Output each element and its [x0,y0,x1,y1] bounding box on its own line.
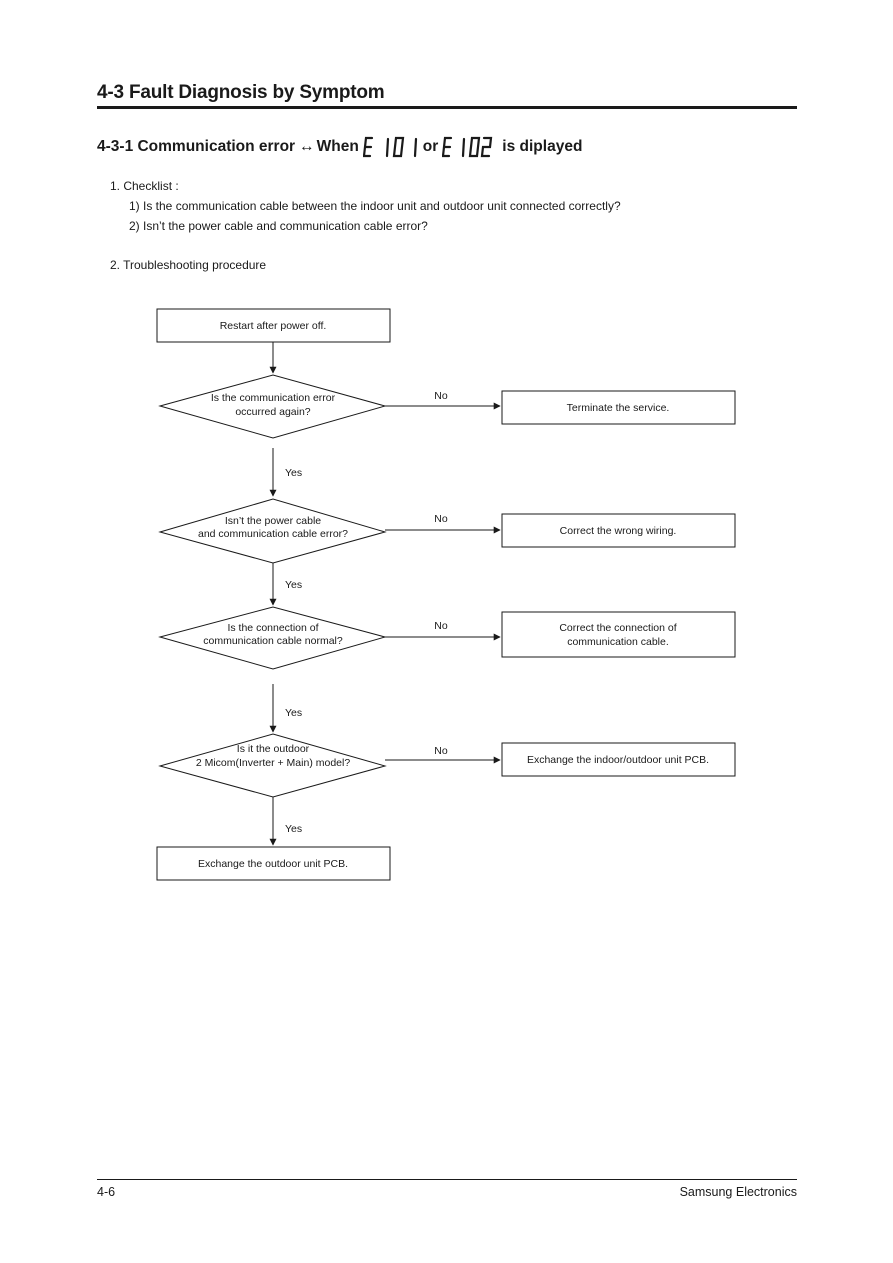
footer-brand: Samsung Electronics [679,1185,797,1199]
decision-1-no-label: No [434,390,448,402]
decision-3-line-1: Is the connection of [227,622,318,634]
start-box [156,308,391,343]
decision-3-yes-label: Yes [285,707,302,719]
action-2-text: Correct the wrong wiring. [560,525,677,537]
decision-2-no-label: No [434,513,448,525]
checklist-label: 1. Checklist : [110,179,179,193]
subsection-suffix: is diplayed [502,138,583,155]
double-arrow-icon: ↔ [299,138,315,155]
decision-2-yes-label: Yes [285,579,302,591]
action-3-line-2: communication cable. [567,636,669,648]
section-title: 4-3 Fault Diagnosis by Symptom [97,82,385,103]
action-1-text: Terminate the service. [567,402,670,414]
procedure-label: 2. Troubleshooting procedure [110,258,267,272]
error-code-e101-display [362,136,417,158]
decision-4-diamond [158,733,387,798]
decision-4-line-2: 2 Micom(Inverter + Main) model? [196,757,351,769]
decision-1-line-2: occurred again? [235,406,310,418]
action-box-3 [501,611,736,658]
subsection-when: When [316,138,359,155]
decision-4-no-label: No [434,745,448,757]
error-code-e102-display [442,136,493,158]
subsection-title: 4-3-1 Communication error ↔ When or is d… [97,135,582,159]
checklist-item-2: 2) Isn’t the power cable and communicati… [129,219,428,233]
end-text: Exchange the outdoor unit PCB. [198,858,348,870]
section-title-rule [97,106,797,109]
decision-1-line-1: Is the communication error [211,392,336,404]
action-box-2 [501,513,736,548]
decision-2-line-2: and communication cable error? [198,528,348,540]
end-box [156,846,391,881]
action-box-1 [501,390,736,425]
decision-4-line-1: Is it the outdoor [237,743,310,755]
start-text: Restart after power off. [220,320,327,332]
footer-rule [97,1179,797,1180]
decision-4-yes-label: Yes [285,823,302,835]
decision-3-line-2: communication cable normal? [203,635,343,647]
decision-3-no-label: No [434,620,448,632]
subsection-prefix: 4-3-1 Communication error [97,138,296,155]
action-3-line-1: Correct the connection of [559,622,676,634]
decision-1-yes-label: Yes [285,467,302,479]
decision-2-diamond [158,498,387,564]
decision-2-line-1: Isn’t the power cable [225,515,321,527]
footer-page-number: 4-6 [97,1185,116,1199]
action-4-text: Exchange the indoor/outdoor unit PCB. [527,754,709,766]
action-box-4 [501,742,736,777]
subsection-or: or [422,138,439,155]
checklist-item-1: 1) Is the communication cable between th… [129,199,621,213]
